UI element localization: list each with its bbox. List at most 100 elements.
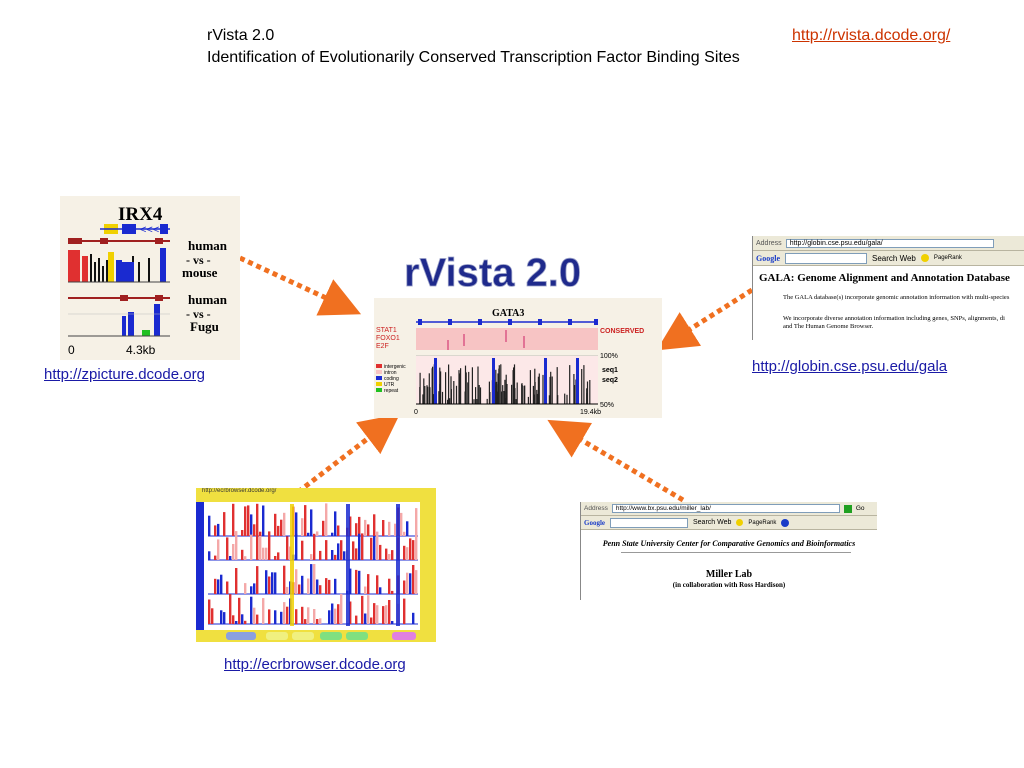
- conservation-mark: [495, 397, 497, 404]
- conservation-mark: [534, 382, 536, 404]
- ecr-bar: [388, 554, 391, 560]
- zpicture-label-human-2: human: [188, 292, 228, 307]
- ecr-bar: [331, 603, 334, 624]
- ecr-bar: [358, 533, 361, 560]
- ecr-bar: [310, 554, 313, 560]
- ecr-bar: [271, 572, 274, 594]
- conservation-mark: [455, 385, 458, 404]
- conservation-mark: [586, 388, 588, 404]
- ecr-bar: [301, 575, 304, 594]
- conservation-mark: [468, 371, 470, 404]
- ecr-bar: [334, 578, 337, 594]
- coding-block: [576, 358, 579, 404]
- ecr-bar: [385, 605, 388, 624]
- conservation-mark: [426, 385, 428, 404]
- zpicture-link[interactable]: http://zpicture.dcode.org: [44, 366, 205, 383]
- millerlab-go-button[interactable]: Go: [855, 505, 865, 512]
- ecr-bar: [229, 594, 232, 624]
- zpicture-species-mouse: mouse: [182, 265, 218, 280]
- gala-search-web-button[interactable]: Search Web: [872, 253, 916, 263]
- ecr-bar: [361, 595, 364, 624]
- ecr-bar: [256, 566, 259, 594]
- conservation-mark: [498, 380, 500, 404]
- ecr-bar: [382, 606, 385, 624]
- conservation-mark: [504, 398, 507, 404]
- conservation-mark: [532, 385, 534, 404]
- conservation-mark: [496, 391, 498, 404]
- ecr-bar: [214, 525, 217, 536]
- conservation-mark: [439, 367, 441, 404]
- millerlab-search-web-button[interactable]: Search Web: [693, 519, 732, 526]
- millerlab-google-logo: Google: [584, 518, 605, 527]
- gala-link[interactable]: http://globin.cse.psu.edu/gala: [752, 358, 948, 375]
- ecr-bar: [352, 541, 355, 560]
- ecr-bar: [286, 586, 289, 594]
- ecr-bar: [244, 506, 247, 536]
- ecr-bar: [334, 608, 337, 624]
- ecr-bar: [349, 516, 352, 536]
- ecr-bar: [253, 583, 256, 594]
- rvista-legend-intron: intron: [384, 370, 397, 376]
- ecr-bar: [229, 556, 232, 560]
- ecr-bar: [391, 550, 394, 560]
- conservation-mark: [431, 368, 433, 404]
- ecr-tracks: [196, 502, 418, 640]
- ecr-bar: [370, 617, 373, 624]
- ecr-bar: [355, 615, 358, 624]
- gala-google-logo: Google: [756, 253, 780, 263]
- millerlab-screenshot: Address http://www.bx.psu.edu/miller_lab…: [580, 502, 877, 600]
- conservation-mark: [471, 367, 473, 404]
- ecr-bar: [376, 531, 379, 560]
- rvista-legend-repeat: repeat: [384, 388, 399, 394]
- conservation-mark: [450, 376, 452, 404]
- zpicture-gene-label: IRX4: [118, 204, 163, 225]
- ecr-bar: [262, 505, 265, 536]
- conservation-mark: [428, 373, 430, 404]
- ecr-bar: [313, 533, 316, 560]
- ecr-bar: [355, 523, 358, 536]
- conservation-mark: [500, 364, 502, 404]
- millerlab-center-name: Penn State University Center for Compara…: [602, 539, 856, 548]
- ecr-bar: [307, 578, 310, 594]
- ecr-bar: [316, 531, 319, 536]
- gala-google-toolbar: Google Search Web PageRank: [753, 251, 1024, 266]
- conservation-mark: [556, 367, 558, 404]
- ecr-bar: [412, 612, 415, 624]
- ecr-link[interactable]: http://ecrbrowser.dcode.org: [224, 656, 406, 673]
- millerlab-address-field[interactable]: http://www.bx.psu.edu/miller_lab/: [611, 504, 840, 513]
- conservation-mark: [503, 391, 505, 404]
- ecr-bar: [220, 610, 223, 624]
- rvista-tf-e2f: E2F: [376, 343, 389, 350]
- ecr-bar: [232, 615, 235, 624]
- ecr-bar: [298, 584, 301, 594]
- ecr-bar: [358, 570, 361, 594]
- zpicture-vs-2: - vs -: [186, 307, 211, 321]
- header-link[interactable]: http://rvista.dcode.org/: [792, 27, 951, 44]
- ecr-bar: [376, 575, 379, 594]
- rvista-seq2: seq2: [602, 377, 618, 384]
- conservation-mark: [438, 391, 440, 404]
- rvista-seq1: seq1: [602, 367, 618, 374]
- ecr-bar: [328, 610, 331, 624]
- arrow-gala: [656, 287, 754, 351]
- ecr-bar: [241, 614, 244, 624]
- zpicture-axis-end: 4.3kb: [126, 343, 156, 357]
- gala-search-input[interactable]: [785, 252, 867, 264]
- gala-address-field[interactable]: http://globin.cse.psu.edu/gala/: [785, 238, 994, 248]
- slide-subtitle: Identification of Evolutionarily Conserv…: [207, 49, 740, 66]
- conservation-mark: [453, 381, 455, 404]
- ecr-bar: [283, 512, 286, 536]
- info-icon[interactable]: [781, 518, 790, 527]
- arrow-millerlab: [547, 419, 685, 503]
- coding-block: [492, 358, 495, 404]
- ecr-bar: [238, 597, 241, 624]
- ecr-bar: [388, 578, 391, 594]
- ecr-bar: [211, 608, 214, 624]
- go-arrow-icon[interactable]: [843, 504, 852, 513]
- millerlab-search-input[interactable]: [610, 517, 688, 528]
- ecr-bar: [286, 606, 289, 624]
- rvista-center-screenshot: rVista 2.0 GATA3 STAT1 FOXO1 E2F CONSERV…: [374, 244, 662, 418]
- conservation-mark: [537, 376, 539, 404]
- ecr-bar: [379, 587, 382, 594]
- ecr-bar: [340, 540, 343, 560]
